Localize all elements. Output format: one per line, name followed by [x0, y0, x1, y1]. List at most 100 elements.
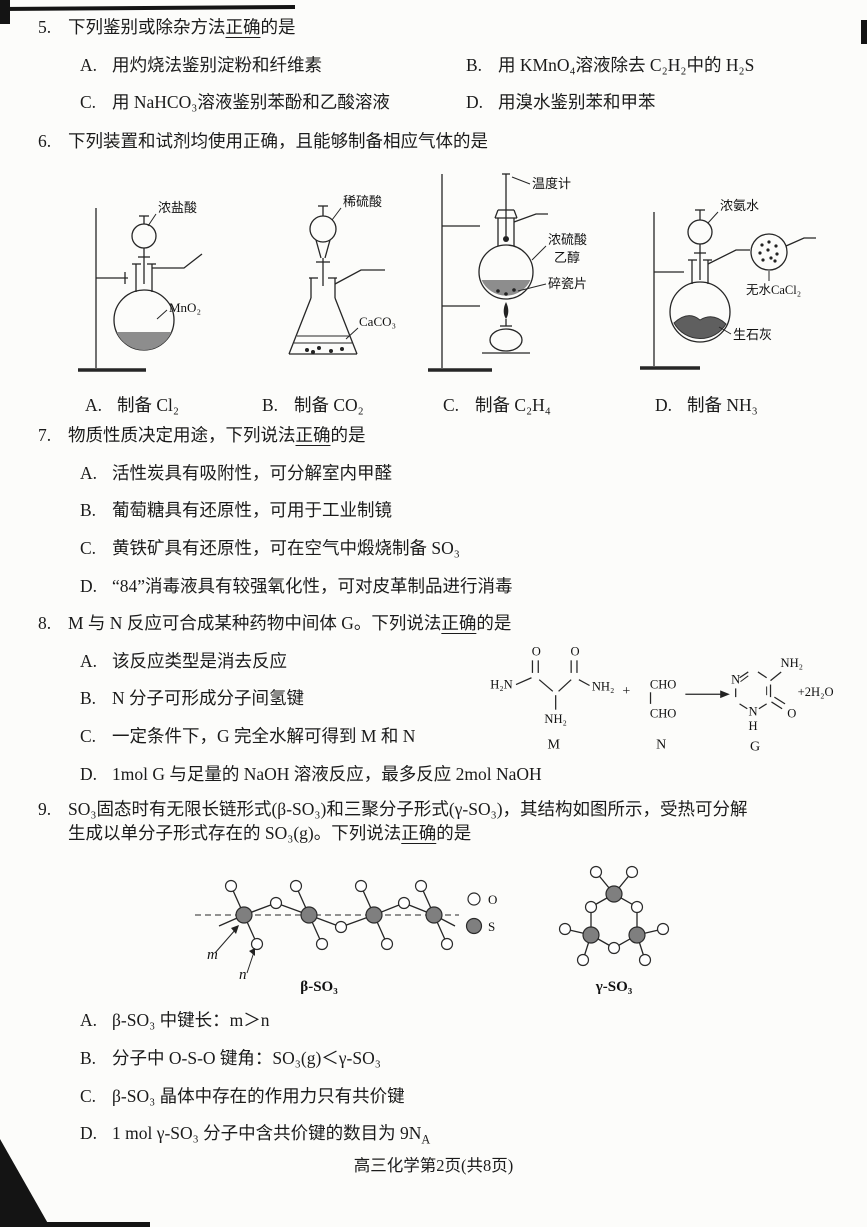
- label-caco3: CaCO₃: [359, 314, 396, 329]
- question-9-option-c: C. β-SO₃ 晶体中存在的作用力只有共价键: [80, 1085, 838, 1109]
- bond-m-label: m: [207, 947, 218, 963]
- plus-sign: +: [622, 683, 630, 699]
- delivery-tube: [334, 268, 385, 285]
- question-7-option-b: B. 葡萄糖具有还原性，可用于工业制镜: [80, 499, 838, 523]
- stem-emphasis: 正确: [401, 822, 437, 843]
- question-5-options-row-1: A. 用灼烧法鉴别淀粉和纤维素 B. 用 KMnO₄溶液除去 C₂H₂中的 H₂…: [80, 54, 838, 78]
- option-text: β-SO₃ 晶体中存在的作用力只有共价键: [112, 1085, 405, 1106]
- question-9-number: 9.: [38, 799, 52, 819]
- option-label: D.: [466, 92, 484, 113]
- question-6-number: 6.: [38, 131, 52, 151]
- option-label: D.: [80, 763, 98, 784]
- option-text-main: 1 mol γ-SO₃ 分子中含共价键的数目为 9N: [112, 1123, 422, 1144]
- label-g: G: [750, 738, 760, 754]
- question-6-figures: 浓盐酸 MnO₂: [68, 160, 838, 392]
- option-text: 1 mol γ-SO₃ 分子中含共价键的数目为 9NA: [112, 1122, 430, 1148]
- label-dilute-sulfuric-acid: 稀硫酸: [343, 194, 382, 209]
- legend: O S: [465, 892, 497, 935]
- option-label: B.: [466, 54, 483, 75]
- apparatus-a-figure: 浓盐酸 MnO₂: [78, 200, 203, 372]
- leader-line: [147, 213, 157, 226]
- question-9-stem: 9. SO₃固态时有无限长链形式(β-SO₃)和三聚分子形式(γ-SO₃)，其结…: [38, 798, 838, 845]
- avogadro-subscript: A: [421, 1132, 431, 1147]
- question-5-number: 5.: [38, 17, 52, 37]
- stem-emphasis: 正确: [295, 425, 331, 445]
- ring-nh-hydrogen: H: [749, 719, 758, 733]
- stem-line-2: 生成以单分子形式存在的 SO₃(g)。下列说法正确的是: [68, 822, 838, 846]
- dropping-funnel: [131, 214, 157, 284]
- question-5-option-b: B. 用 KMnO₄溶液除去 C₂H₂中的 H₂S: [466, 54, 754, 78]
- option-label: B.: [262, 394, 279, 415]
- question-6-option-d: D. 制备 NH₃: [655, 394, 758, 418]
- iron-stand: [640, 211, 700, 370]
- thermometer: [502, 172, 510, 242]
- question-6-option-d-cell: D. 制备 NH₃: [638, 394, 838, 418]
- option-label: C.: [80, 537, 97, 558]
- dropping-funnel: [687, 208, 713, 280]
- option-label: A.: [80, 1010, 98, 1031]
- question-6-option-c-cell: C. 制备 C₂H₄: [426, 394, 638, 418]
- water-product: +2H₂O: [798, 685, 834, 699]
- question-9-stem-text: SO₃固态时有无限长链形式(β-SO₃)和三聚分子形式(γ-SO₃)，其结构如图…: [68, 798, 838, 845]
- molecule-g: N N H NH₂ O +2H₂O G: [731, 656, 833, 754]
- beta-so3-caption: β-SO₃: [300, 979, 338, 995]
- alcohol-lamp: [482, 301, 530, 354]
- option-text: “84”消毒液具有较强氧化性，可对皮革制品进行消毒: [112, 575, 513, 596]
- question-9: 9. SO₃固态时有无限长链形式(β-SO₃)和三聚分子形式(γ-SO₃)，其结…: [38, 798, 838, 1148]
- option-label: D.: [80, 575, 98, 596]
- option-text: 分子中 O-S-O 键角：SO₃(g)＜γ-SO₃: [112, 1047, 381, 1068]
- label-mno2: MnO₂: [169, 300, 201, 315]
- option-text: 黄铁矿具有还原性，可在空气中煅烧制备 SO₃: [112, 537, 460, 558]
- option-text: 葡萄糖具有还原性，可用于工业制镜: [112, 500, 392, 521]
- round-bottom-flask: [113, 262, 175, 351]
- reaction-scheme-figure: O O H₂N NH₂ NH₂ M +: [490, 645, 833, 755]
- question-7-number: 7.: [38, 425, 52, 445]
- question-8-option-a: A. 该反应类型是消去反应: [80, 650, 838, 674]
- question-5-stem-text: 下列鉴别或除杂方法正确的是: [68, 16, 838, 40]
- apparatus-b-cell: 稀硫酸 CaCO₃: [245, 160, 426, 392]
- scan-artifact-top-line: [0, 4, 296, 12]
- option-label: B.: [80, 1047, 97, 1068]
- leader-line: [511, 176, 531, 185]
- group-h2n: H₂N: [490, 677, 513, 691]
- question-6-stem-text: 下列装置和试剂均使用正确，且能够制备相应气体的是: [68, 131, 488, 151]
- option-text: 一定条件下，G 完全水解可得到 M 和 N: [112, 725, 416, 746]
- apparatus-d-cell: 浓氨水 无水CaCl₂ 生石灰: [638, 160, 838, 392]
- reaction-scheme: O O H₂N NH₂ NH₂ M +: [486, 640, 846, 768]
- option-label: C.: [80, 725, 97, 746]
- option-label: C.: [80, 92, 97, 113]
- stem-post: 的是: [330, 425, 366, 445]
- page-footer: 高三化学第2页(共8页): [353, 1155, 514, 1175]
- option-text: 该反应类型是消去反应: [112, 650, 287, 671]
- apparatus-b-figure: 稀硫酸 CaCO₃: [288, 194, 396, 355]
- gamma-so3-caption: γ-SO₃: [595, 979, 633, 995]
- label-anhydrous-cacl2: 无水CaCl₂: [746, 283, 801, 297]
- gamma-so3-ring: [558, 866, 670, 967]
- option-text: 1mol G 与足量的 NaOH 溶液反应，最多反应 2mol NaOH: [112, 763, 542, 784]
- option-text: 制备 C₂H₄: [475, 394, 551, 415]
- option-label: D.: [80, 1123, 98, 1144]
- question-7-option-a: A. 活性炭具有吸附性，可分解室内甲醛: [80, 462, 838, 486]
- stem-pre: 下列鉴别或除杂方法: [68, 17, 226, 37]
- leader-line: [707, 211, 719, 223]
- ring-nitrogen: N: [731, 673, 740, 687]
- question-9-option-a: A. β-SO₃ 中键长：m＞n: [80, 1009, 838, 1033]
- delivery-tube: [152, 253, 203, 269]
- option-text: 用溴水鉴别苯和甲苯: [498, 92, 656, 113]
- molecule-m: O O H₂N NH₂ NH₂ M: [490, 645, 614, 753]
- group-nh2: NH₂: [592, 679, 615, 693]
- scan-artifact-bottom-left: [0, 1139, 50, 1227]
- option-text: 活性炭具有吸附性，可分解室内甲醛: [112, 462, 392, 483]
- question-7-stem-text: 物质性质决定用途，下列说法正确的是: [68, 424, 838, 448]
- label-n: N: [656, 736, 666, 752]
- separating-funnel: [309, 204, 337, 286]
- group-nh2: NH₂: [781, 656, 804, 670]
- bond-n-label: n: [239, 967, 247, 983]
- iron-stand: [78, 207, 146, 372]
- option-label: D.: [655, 394, 673, 415]
- label-ethanol: 乙醇: [554, 250, 580, 265]
- stem-post: 的是: [476, 613, 512, 633]
- scan-artifact-top-left: [0, 0, 10, 24]
- leader-line: [331, 207, 342, 220]
- apparatus-c-figure: 温度计 浓硫酸 乙醇 碎瓷片: [428, 172, 587, 372]
